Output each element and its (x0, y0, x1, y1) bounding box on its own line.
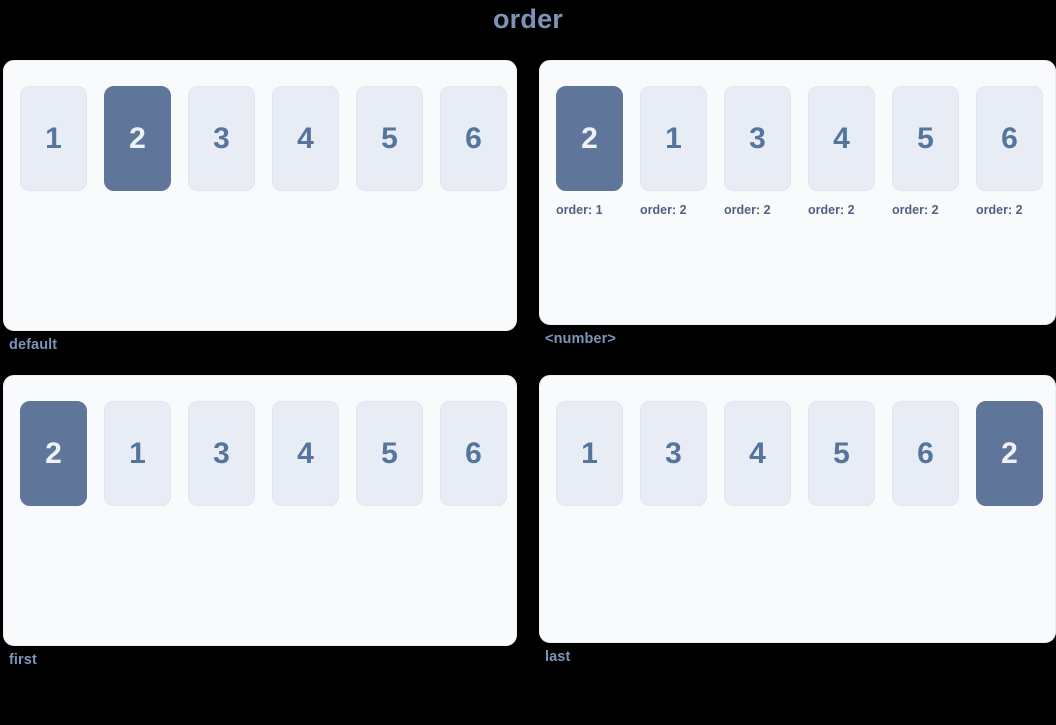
order-value-label: order: 2 (640, 203, 687, 217)
flex-item-highlighted[interactable]: 2 (556, 86, 623, 191)
card-slot: 6 (892, 401, 959, 506)
card-slot: 1 order: 2 (640, 86, 707, 217)
card-slot: 4 (272, 86, 339, 191)
flex-item[interactable]: 6 (440, 401, 507, 506)
flex-item[interactable]: 1 (20, 86, 87, 191)
panel-caption-default: default (9, 337, 58, 353)
card-slot: 1 (104, 401, 171, 506)
order-value-label: order: 2 (976, 203, 1023, 217)
card-slot: 3 (640, 401, 707, 506)
flex-item[interactable]: 6 (976, 86, 1043, 191)
flex-item-highlighted[interactable]: 2 (20, 401, 87, 506)
panel-caption-number: <number> (545, 331, 616, 347)
flex-item[interactable]: 5 (808, 401, 875, 506)
panel-caption-first: first (9, 652, 37, 668)
flex-item[interactable]: 3 (640, 401, 707, 506)
card-slot: 5 order: 2 (892, 86, 959, 217)
order-value-label: order: 2 (808, 203, 855, 217)
flex-item[interactable]: 4 (808, 86, 875, 191)
card-slot: 1 (20, 86, 87, 191)
card-slot: 1 (556, 401, 623, 506)
flex-item[interactable]: 6 (440, 86, 507, 191)
card-slot: 2 (104, 86, 171, 191)
order-value-label: order: 2 (724, 203, 771, 217)
flex-item[interactable]: 1 (556, 401, 623, 506)
flex-item[interactable]: 5 (356, 86, 423, 191)
flex-item-highlighted[interactable]: 2 (104, 86, 171, 191)
flex-item[interactable]: 6 (892, 401, 959, 506)
card-slot: 5 (356, 401, 423, 506)
card-slot: 2 order: 1 (556, 86, 623, 217)
page-title: order (492, 4, 564, 34)
flex-item[interactable]: 5 (356, 401, 423, 506)
flex-item[interactable]: 1 (104, 401, 171, 506)
flex-item[interactable]: 3 (188, 86, 255, 191)
card-slot: 4 order: 2 (808, 86, 875, 217)
card-slot: 6 order: 2 (976, 86, 1043, 217)
card-slot: 2 (976, 401, 1043, 506)
card-slot: 6 (440, 86, 507, 191)
flex-container-number: 2 order: 1 1 order: 2 3 order: 2 4 order: 2 5 ord… (539, 60, 1056, 325)
card-row: 2 order: 1 1 order: 2 3 order: 2 4 order: 2 5 ord… (540, 86, 1055, 217)
panel-caption-last: last (545, 649, 571, 665)
flex-item[interactable]: 3 (724, 86, 791, 191)
order-value-label: order: 1 (556, 203, 603, 217)
card-slot: 3 (188, 401, 255, 506)
card-slot: 4 (724, 401, 791, 506)
demo-cell-number: 2 order: 1 1 order: 2 3 order: 2 4 order: 2 5 ord… (539, 60, 1056, 347)
flex-item[interactable]: 4 (724, 401, 791, 506)
card-slot: 3 order: 2 (724, 86, 791, 217)
flex-item[interactable]: 1 (640, 86, 707, 191)
flex-item-highlighted[interactable]: 2 (976, 401, 1043, 506)
flex-item[interactable]: 4 (272, 86, 339, 191)
flex-item[interactable]: 3 (188, 401, 255, 506)
card-slot: 5 (356, 86, 423, 191)
card-slot: 2 (20, 401, 87, 506)
card-slot: 4 (272, 401, 339, 506)
card-slot: 3 (188, 86, 255, 191)
flex-item[interactable]: 4 (272, 401, 339, 506)
flex-item[interactable]: 5 (892, 86, 959, 191)
order-value-label: order: 2 (892, 203, 939, 217)
card-slot: 6 (440, 401, 507, 506)
card-slot: 5 (808, 401, 875, 506)
